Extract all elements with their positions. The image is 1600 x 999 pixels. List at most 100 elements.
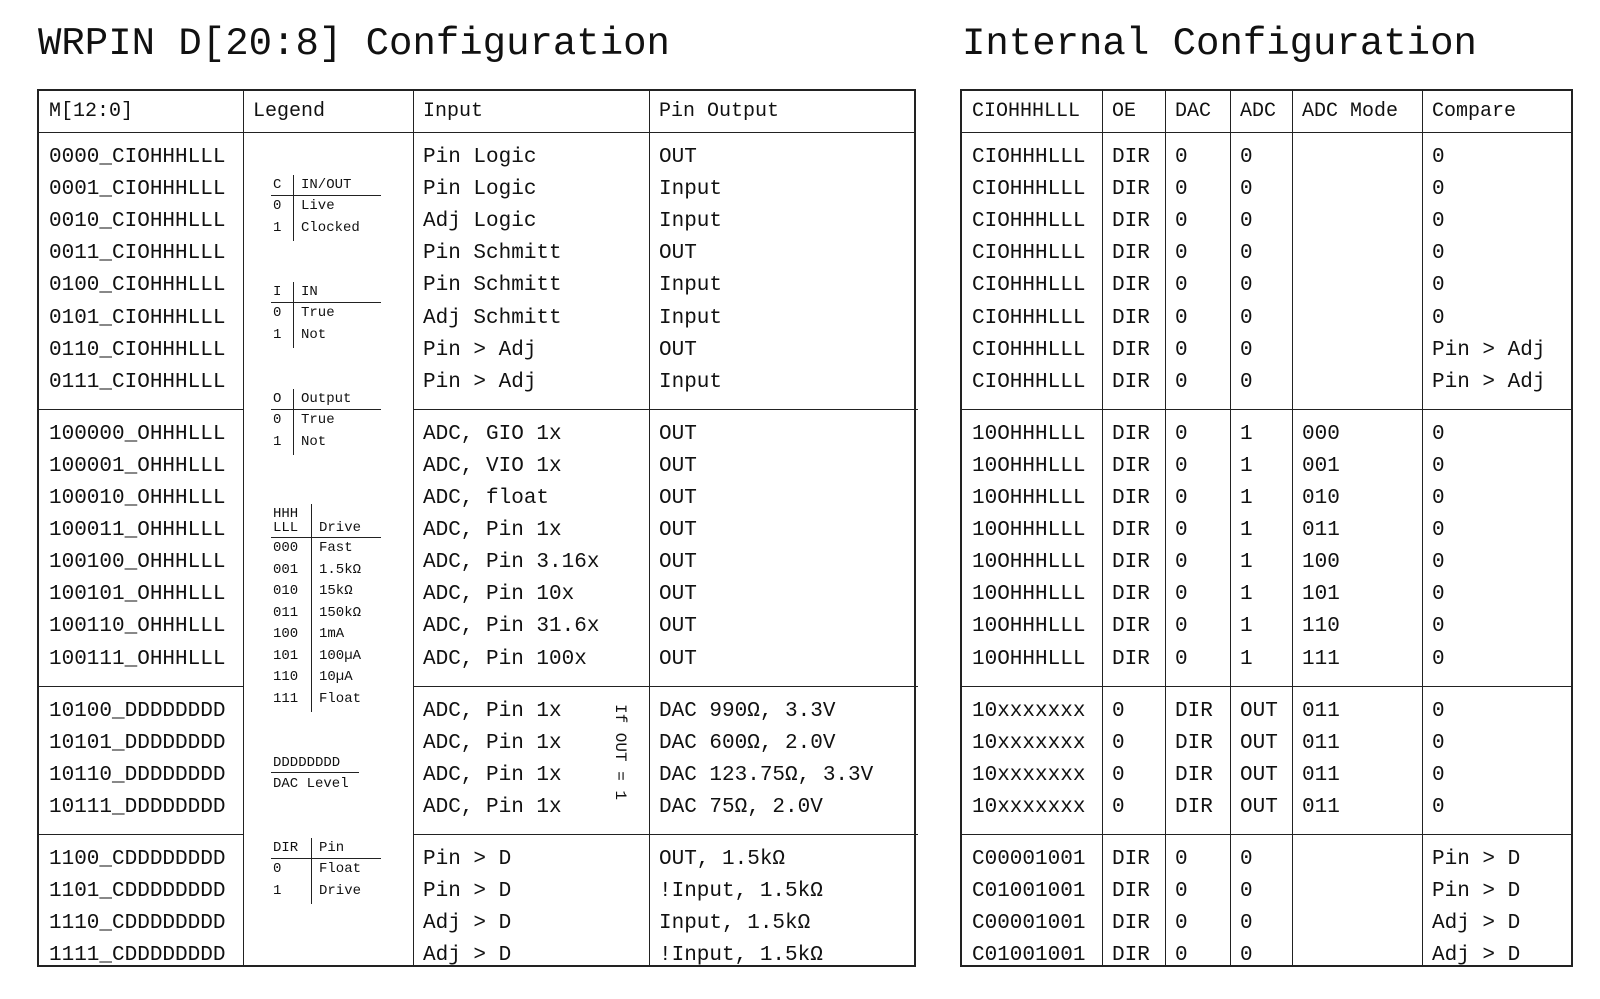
- pin-output-cell: OUT: [659, 338, 697, 362]
- config-cell: DIR: [1112, 338, 1150, 362]
- config-cell: 1: [1240, 454, 1253, 478]
- config-cell: 0: [1175, 551, 1188, 575]
- header-divider: [39, 132, 914, 133]
- config-cell: CIOHHHLLL: [972, 338, 1086, 362]
- config-cell: 0: [1432, 647, 1445, 671]
- input-cell: ADC, Pin 1x: [423, 731, 562, 755]
- legend-head: Drive: [319, 520, 362, 536]
- pin-output-cell: Input: [659, 274, 723, 298]
- legend-head: IN/OUT: [301, 177, 352, 193]
- input-cell: Pin Logic: [423, 146, 537, 169]
- mode-cell: 10111_DDDDDDDD: [49, 795, 226, 819]
- column-header: CIOHHHLLL: [972, 100, 1081, 123]
- config-cell: 0: [1240, 242, 1253, 266]
- legend-value: Drive: [319, 882, 362, 899]
- mode-cell: 0111_CIOHHHLLL: [49, 370, 226, 394]
- input-cell: Pin > D: [423, 848, 512, 871]
- legend-rule: [293, 175, 294, 241]
- legend-value: Live: [301, 198, 335, 214]
- legend-key: 011: [273, 604, 299, 621]
- legend-key: 000: [273, 540, 299, 556]
- config-cell: 0: [1240, 306, 1253, 330]
- legend-head: Pin: [319, 840, 345, 856]
- config-cell: 010: [1302, 487, 1340, 510]
- input-cell: ADC, Pin 1x: [423, 763, 562, 787]
- input-cell: Adj Schmitt: [423, 306, 562, 330]
- mode-cell: 0010_CIOHHHLLL: [49, 210, 226, 234]
- group-divider: [962, 834, 1571, 835]
- config-cell: 0: [1175, 178, 1188, 202]
- pin-output-cell: !Input, 1.5kΩ: [659, 944, 823, 968]
- group-divider: [413, 685, 918, 687]
- legend-rule: [311, 838, 312, 904]
- legend-rule: [271, 772, 359, 773]
- legend-key: 1: [273, 326, 282, 343]
- legend-key: 010: [273, 583, 299, 599]
- input-cell: Pin Schmitt: [423, 242, 562, 266]
- pin-output-cell: Input: [659, 306, 723, 330]
- legend-value: Float: [319, 690, 362, 707]
- legend-rule: [271, 195, 381, 196]
- config-cell: 011: [1302, 763, 1340, 787]
- input-cell: ADC, Pin 1x: [423, 519, 562, 543]
- group-divider: [962, 408, 1571, 410]
- mode-cell: 1100_CDDDDDDDD: [49, 848, 226, 871]
- input-cell: Pin > Adj: [423, 370, 537, 394]
- legend-value: 1mA: [319, 626, 345, 642]
- config-cell: DIR: [1175, 699, 1213, 723]
- config-cell: Pin > D: [1432, 880, 1521, 904]
- legend-head: C: [273, 177, 282, 193]
- legend-key: 110: [273, 669, 299, 685]
- mode-cell: 100011_OHHHLLL: [49, 519, 226, 543]
- legend-value: 15kΩ: [319, 583, 353, 599]
- config-cell: 011: [1302, 519, 1340, 543]
- config-cell: 1: [1240, 519, 1253, 543]
- legend-value: Not: [301, 326, 327, 343]
- config-cell: 1: [1240, 583, 1253, 607]
- config-cell: C00001001: [972, 848, 1086, 871]
- config-cell: 0: [1432, 731, 1445, 755]
- pin-output-cell: Input: [659, 210, 723, 234]
- config-cell: DIR: [1112, 944, 1150, 968]
- pin-output-cell: OUT: [659, 242, 697, 266]
- mode-cell: 100000_OHHHLLL: [49, 422, 226, 446]
- column-divider: [1292, 91, 1293, 965]
- config-cell: 0: [1240, 944, 1253, 968]
- config-cell: 0: [1432, 306, 1445, 330]
- config-cell: 0: [1240, 338, 1253, 362]
- config-cell: 1: [1240, 422, 1253, 446]
- pin-output-cell: DAC 600Ω, 2.0V: [659, 731, 836, 755]
- legend-head: I: [273, 284, 282, 300]
- page-title-internal-config: Internal Configuration: [962, 22, 1477, 66]
- config-cell: 0: [1240, 880, 1253, 904]
- config-cell: 10OHHHLLL: [972, 487, 1086, 510]
- legend-dac-top: DDDDDDDD: [273, 755, 341, 771]
- config-cell: 10xxxxxxx: [972, 763, 1086, 787]
- legend-rule: [271, 537, 381, 538]
- config-cell: 0: [1432, 146, 1445, 169]
- pin-output-cell: OUT: [659, 146, 697, 169]
- config-cell: 10OHHHLLL: [972, 615, 1086, 639]
- pin-output-cell: OUT: [659, 615, 697, 639]
- config-cell: DIR: [1112, 487, 1150, 510]
- config-cell: 0: [1175, 615, 1188, 639]
- config-cell: 011: [1302, 699, 1340, 723]
- column-header: Input: [423, 100, 484, 123]
- config-cell: CIOHHHLLL: [972, 306, 1086, 330]
- config-cell: 0: [1175, 210, 1188, 234]
- input-cell: Adj > D: [423, 944, 512, 968]
- config-cell: DIR: [1112, 210, 1150, 234]
- config-cell: 000: [1302, 422, 1340, 446]
- config-cell: DIR: [1112, 274, 1150, 298]
- mode-cell: 100010_OHHHLLL: [49, 487, 226, 510]
- column-header: Compare: [1432, 100, 1517, 123]
- config-cell: 0: [1175, 487, 1188, 510]
- config-cell: CIOHHHLLL: [972, 210, 1086, 234]
- input-cell: ADC, Pin 1x: [423, 699, 562, 723]
- config-cell: OUT: [1240, 699, 1278, 723]
- legend-value: True: [301, 305, 335, 321]
- config-cell: 0: [1432, 763, 1445, 787]
- legend-rule: [293, 282, 294, 348]
- config-cell: 0: [1112, 795, 1125, 819]
